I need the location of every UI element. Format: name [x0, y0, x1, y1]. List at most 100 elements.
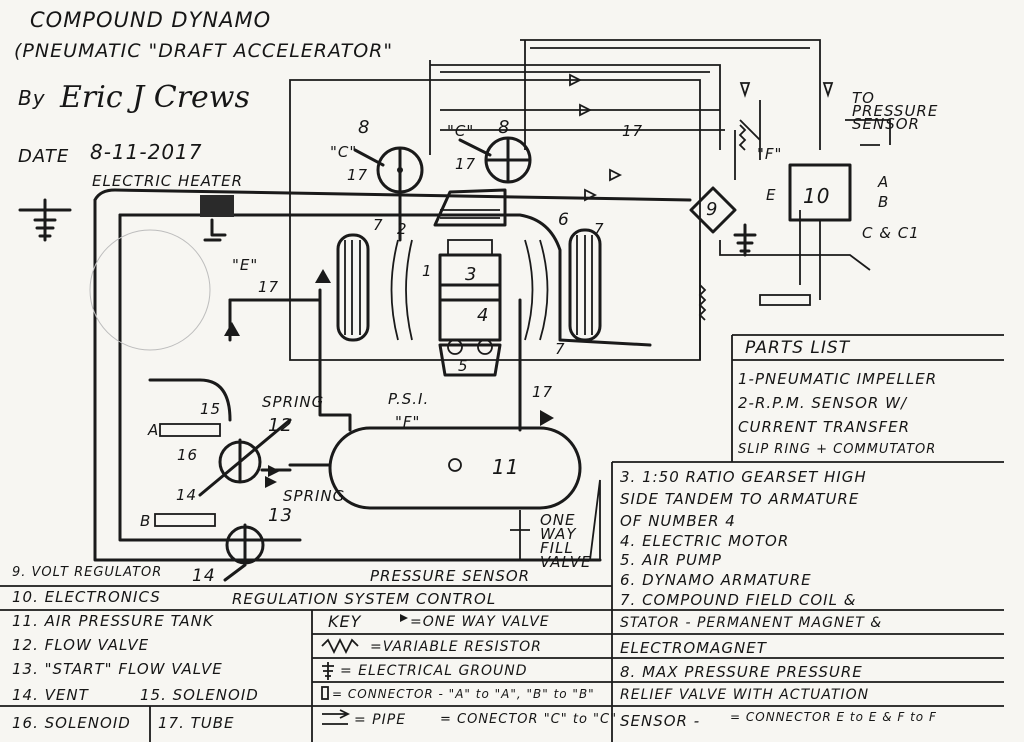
label-14a: 14 — [176, 486, 198, 504]
parts-item-1: 2-R.P.M. SENSOR W/ — [738, 394, 907, 412]
key-ground-symbol — [322, 662, 334, 680]
left-item-3: 12. FLOW VALVE — [12, 636, 150, 654]
label-10: 10 — [803, 184, 831, 208]
one-way-1 — [224, 322, 240, 336]
ground-left — [18, 198, 72, 242]
to-sensor-label: TO PRESSURE SENSOR — [852, 89, 939, 133]
valve-8-right-cross — [458, 138, 532, 182]
legend-grid — [0, 585, 612, 742]
key-title: KEY — [328, 612, 362, 631]
one-way-2 — [315, 269, 331, 283]
pressure-sensor-pipe — [589, 479, 601, 561]
psi-label: P.S.I. — [388, 390, 430, 408]
spring-bottom-label: SPRING — [283, 487, 346, 505]
parts-item-3: SLIP RING + COMMUTATOR — [738, 442, 937, 457]
one-way-fill-label: ONE WAY FILL VALVE — [540, 511, 592, 571]
left-item-6: 15. SOLENOID — [140, 686, 259, 704]
right-wires — [699, 210, 871, 360]
heater-block — [200, 195, 234, 217]
connector-a-left: A — [148, 421, 160, 439]
parts-item-9: 6. DYNAMO ARMATURE — [620, 571, 812, 589]
one-way-4 — [268, 465, 280, 477]
air-tank — [328, 426, 582, 510]
key-connector-ef: = CONNECTOR E to E & F to F — [730, 710, 937, 724]
impeller-housing — [433, 188, 507, 227]
one-way-3 — [540, 410, 554, 426]
label-17d: 17 — [258, 278, 280, 296]
signature: Eric J Crews — [60, 80, 250, 115]
label-8a: 8 — [358, 117, 371, 138]
diagram-title: COMPOUND DYNAMO — [30, 8, 272, 32]
spring-top-label: SPRING — [262, 393, 325, 411]
label-17a: 17 — [347, 166, 369, 184]
label-5: 5 — [458, 357, 469, 375]
diagram-subtitle: (PNEUMATIC "DRAFT ACCELERATOR" — [14, 40, 394, 62]
parts-item-10: 7. COMPOUND FIELD COIL & — [620, 591, 857, 609]
fill-valve-pipe — [510, 510, 530, 560]
top-pipe-1 — [93, 188, 692, 202]
connector-b-left: B — [140, 512, 152, 530]
left-item-1: 10. ELECTRONICS — [12, 588, 161, 606]
left-item-5: 14. VENT — [12, 686, 89, 704]
pressure-sensor-lead — [845, 119, 891, 146]
f-quote-label: "F" — [395, 413, 421, 431]
label-3: 3 — [465, 264, 478, 285]
valve-8-left-stem — [353, 148, 402, 242]
e-quote-label: "E" — [232, 256, 259, 274]
parts-item-11: STATOR - PERMANENT MAGNET & — [620, 615, 883, 631]
variable-resistor — [738, 124, 747, 151]
heater-label: ELECTRIC HEATER — [92, 172, 244, 190]
parts-item-12: ELECTROMAGNET — [620, 639, 767, 657]
key-connector-c: = CONECTOR "C" to "C" — [440, 712, 618, 727]
pressure-sensor-label: PRESSURE SENSOR — [370, 567, 531, 585]
parts-item-4: 3. 1:50 RATIO GEARSET HIGH — [620, 468, 867, 486]
left-item-7: 16. SOLENOID — [12, 714, 131, 732]
c-right-label: "C" — [447, 122, 475, 140]
coil-left — [336, 233, 370, 342]
connector-a-right: A — [878, 173, 890, 191]
f-right-label: "F" — [757, 145, 783, 163]
label-7c: 7 — [555, 340, 566, 358]
connector-b-right: B — [878, 193, 890, 211]
label-8b: 8 — [498, 117, 511, 138]
label-15: 15 — [200, 400, 222, 418]
parts-item-14: RELIEF VALVE WITH ACTUATION — [620, 687, 870, 703]
key-resistor: =VARIABLE RESISTOR — [370, 639, 542, 655]
key-oneway-symbol — [400, 614, 408, 622]
pipe-down-left — [318, 288, 352, 432]
parts-item-15: SENSOR - — [620, 712, 701, 730]
left-item-4: 13. "START" FLOW VALVE — [12, 660, 223, 678]
parts-list-title: PARTS LIST — [745, 338, 851, 358]
c-left-label: "C" — [330, 143, 358, 161]
heater-leads — [203, 218, 227, 242]
flow-arrows-right — [739, 82, 834, 98]
pipe-loop — [148, 378, 232, 422]
label-17c: 17 — [622, 122, 644, 140]
one-way-5 — [265, 476, 277, 488]
left-item-2: 11. AIR PRESSURE TANK — [12, 612, 214, 630]
armature-coils — [390, 239, 549, 341]
label-1: 1 — [422, 262, 433, 280]
key-connector-ab: = CONNECTOR - "A" to "A", "B" to "B" — [332, 687, 595, 701]
upper-lines — [430, 39, 821, 150]
left-inner-pipe — [118, 213, 302, 542]
pump-5 — [438, 343, 502, 377]
parts-box-divider — [611, 461, 1004, 742]
key-one-way: =ONE WAY VALVE — [410, 614, 550, 630]
parts-item-13: 8. MAX PRESSURE PRESSURE — [620, 663, 863, 681]
label-12: 12 — [268, 415, 293, 436]
parts-grid-lower — [612, 609, 1004, 707]
flow-arrows-top — [569, 73, 623, 202]
parts-item-5: SIDE TANDEM TO ARMATURE — [620, 490, 860, 508]
coil-right — [568, 228, 602, 342]
key-resistor-symbol — [321, 637, 359, 655]
label-13: 13 — [268, 505, 293, 526]
label-7a: 7 — [373, 216, 384, 234]
parts-item-0: 1-PNEUMATIC IMPELLER — [738, 370, 938, 388]
label-4: 4 — [477, 305, 490, 326]
label-16: 16 — [177, 446, 199, 464]
solenoid-16 — [154, 513, 216, 527]
date-label: DATE — [18, 146, 70, 167]
parts-item-6: OF NUMBER 4 — [620, 512, 736, 530]
